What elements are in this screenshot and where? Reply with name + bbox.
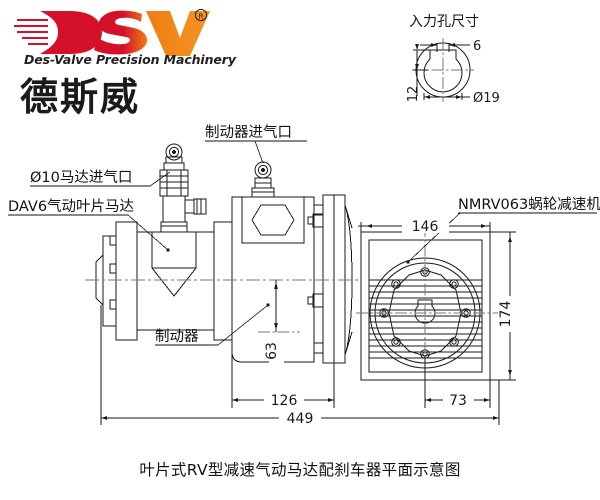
- logo-chinese-name: 德斯威: [20, 75, 141, 119]
- dim-label-bore: Ø19: [473, 91, 500, 106]
- motor-rear-flange: [213, 221, 233, 341]
- callout-motor-inlet: Ø10马达进气口: [30, 169, 132, 186]
- input-bore-detail: [412, 38, 474, 102]
- dim-label-63: 63: [264, 342, 280, 360]
- callout-gearbox: NMRV063蜗轮减速机: [458, 196, 600, 213]
- dim-label-126: 126: [271, 393, 298, 409]
- letter-s-icon: [94, 10, 148, 55]
- adapter-flange-plate: [307, 194, 353, 364]
- logo-tagline: Des-Valve Precision Machinery: [24, 52, 236, 67]
- svg-text:R: R: [198, 11, 203, 20]
- dim-label-12: 12: [406, 86, 421, 103]
- callout-vane-motor: DAV6气动叶片马达: [8, 198, 134, 215]
- brake-air-inlet-fitting: [251, 161, 275, 198]
- dsv-logo-icon: R: [14, 8, 210, 56]
- letter-d-icon: [40, 11, 102, 54]
- vane-motor-body: [136, 231, 215, 331]
- motor-air-inlet-fitting: [159, 143, 207, 233]
- dim-label-174: 174: [498, 301, 514, 328]
- flange-bolt: [109, 235, 117, 246]
- logo-wordmark: R: [14, 6, 210, 58]
- speed-lines-icon: [14, 18, 48, 46]
- dim-gearbox-width: [358, 222, 491, 232]
- callout-brake: 制动器: [155, 328, 199, 345]
- leader-dots: [166, 248, 410, 307]
- flange-bolt: [109, 263, 117, 274]
- flange-bolt: [109, 299, 117, 310]
- dim-shaft-height: [258, 280, 300, 333]
- technical-drawing: 146 174 63 126 73 449 6 12 Ø19 入力孔尺寸 制动器…: [8, 14, 600, 427]
- detail-view-title: 入力孔尺寸: [409, 14, 479, 30]
- dim-label-146: 146: [412, 219, 439, 235]
- motor-end-cap: [85, 235, 117, 327]
- registered-mark-icon: R: [194, 8, 208, 22]
- dim-label-73: 73: [449, 393, 467, 409]
- worm-gearbox: [356, 225, 498, 392]
- callout-brake-inlet: 制动器进气口: [205, 124, 292, 141]
- company-logo: R Des-Valve Precision Machinery 德斯威: [14, 6, 236, 119]
- dim-label-6: 6: [473, 39, 481, 54]
- letter-v-icon: [146, 11, 210, 56]
- dim-label-449: 449: [287, 411, 314, 427]
- figure-caption: 叶片式RV型减速气动马达配刹车器平面示意图: [139, 461, 461, 479]
- motor-front-flange: [109, 221, 138, 341]
